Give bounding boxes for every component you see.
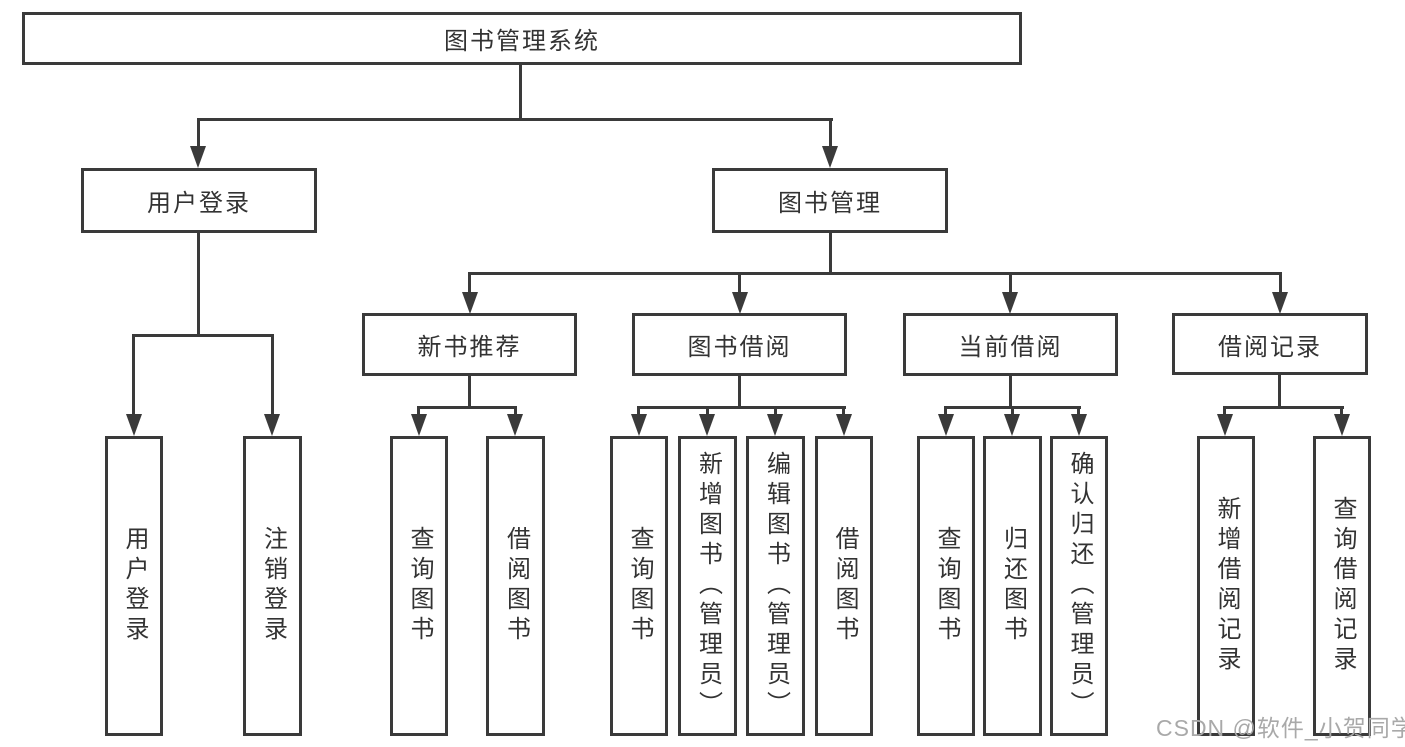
leaf-logout-login: 注销登录 bbox=[243, 436, 302, 736]
connector-vline bbox=[271, 334, 274, 416]
connector-vline bbox=[738, 376, 741, 409]
connector-vline bbox=[132, 334, 135, 416]
connector-hline bbox=[468, 272, 1282, 275]
connector-arrow-down bbox=[1334, 414, 1350, 436]
connector-vline bbox=[738, 272, 741, 294]
connector-arrow-down bbox=[411, 414, 427, 436]
leaf-recommend-borrow-book-label: 借阅图书 bbox=[502, 526, 530, 646]
leaf-recommend-query-book: 查询图书 bbox=[390, 436, 448, 736]
connector-arrow-down bbox=[836, 414, 852, 436]
leaf-borrowing-edit-book-admin: 编辑图书（管理员） bbox=[746, 436, 805, 736]
connector-vline bbox=[829, 233, 832, 275]
leaf-user-login-label: 用户登录 bbox=[121, 526, 148, 646]
connector-vline bbox=[706, 406, 709, 416]
connector-arrow-down bbox=[767, 414, 783, 436]
connector-arrow-down bbox=[1272, 292, 1288, 314]
connector-arrow-down bbox=[1004, 414, 1020, 436]
connector-arrow-down bbox=[507, 414, 523, 436]
leaf-current-confirm-return-admin: 确认归还（管理员） bbox=[1050, 436, 1108, 736]
connector-arrow-down bbox=[822, 146, 838, 168]
node-borrowing-records: 借阅记录 bbox=[1172, 313, 1368, 375]
connector-vline bbox=[1077, 406, 1080, 416]
connector-vline bbox=[1223, 406, 1226, 416]
connector-vline bbox=[468, 272, 471, 294]
node-new-book-recommend-label: 新书推荐 bbox=[417, 334, 522, 361]
connector-arrow-down bbox=[938, 414, 954, 436]
node-new-book-recommend: 新书推荐 bbox=[362, 313, 577, 376]
leaf-borrowing-add-book-admin-label: 新增图书（管理员） bbox=[694, 451, 722, 721]
connector-arrow-down bbox=[462, 292, 478, 314]
connector-vline bbox=[637, 406, 640, 416]
connector-vline bbox=[197, 118, 200, 148]
connector-arrow-down bbox=[1002, 292, 1018, 314]
leaf-recommend-query-book-label: 查询图书 bbox=[406, 526, 433, 646]
leaf-borrowing-borrow-book: 借阅图书 bbox=[815, 436, 873, 736]
connector-vline bbox=[774, 406, 777, 416]
node-borrowing-records-label: 借阅记录 bbox=[1218, 333, 1322, 361]
node-root-label: 图书管理系统 bbox=[444, 28, 600, 55]
leaf-current-return-book: 归还图书 bbox=[983, 436, 1042, 736]
leaf-current-confirm-return-admin-label: 确认归还（管理员） bbox=[1066, 451, 1093, 721]
connector-vline bbox=[1011, 406, 1014, 416]
leaf-user-login: 用户登录 bbox=[105, 436, 163, 736]
connector-vline bbox=[417, 406, 420, 416]
leaf-recommend-borrow-book: 借阅图书 bbox=[486, 436, 545, 736]
watermark: CSDN @软件_小贺同学 bbox=[1156, 715, 1405, 741]
node-book-management-label: 图书管理 bbox=[778, 190, 882, 217]
node-book-borrowing-label: 图书借阅 bbox=[687, 334, 792, 361]
connector-vline bbox=[842, 406, 845, 416]
node-current-borrowing-label: 当前借阅 bbox=[958, 334, 1063, 361]
node-book-management: 图书管理 bbox=[712, 168, 948, 233]
connector-vline bbox=[1009, 376, 1012, 409]
leaf-records-add-record-label: 新增借阅记录 bbox=[1213, 496, 1240, 676]
connector-arrow-down bbox=[1217, 414, 1233, 436]
connector-vline bbox=[944, 406, 947, 416]
leaf-borrowing-query-book: 查询图书 bbox=[610, 436, 668, 736]
connector-hline bbox=[638, 406, 846, 409]
leaf-borrowing-query-book-label: 查询图书 bbox=[626, 526, 653, 646]
connector-arrow-down bbox=[732, 292, 748, 314]
connector-arrow-down bbox=[190, 146, 206, 168]
connector-arrow-down bbox=[264, 414, 280, 436]
node-user-login: 用户登录 bbox=[81, 168, 317, 233]
connector-arrow-down bbox=[699, 414, 715, 436]
connector-hline bbox=[197, 118, 833, 121]
connector-hline bbox=[132, 334, 274, 337]
connector-vline bbox=[1340, 406, 1343, 416]
node-user-login-label: 用户登录 bbox=[147, 190, 251, 217]
leaf-records-add-record: 新增借阅记录 bbox=[1197, 436, 1255, 736]
connector-vline bbox=[1279, 272, 1282, 294]
leaf-borrowing-borrow-book-label: 借阅图书 bbox=[831, 526, 858, 646]
leaf-current-query-book: 查询图书 bbox=[917, 436, 975, 736]
leaf-records-query-record: 查询借阅记录 bbox=[1313, 436, 1371, 736]
leaf-borrowing-edit-book-admin-label: 编辑图书（管理员） bbox=[762, 451, 790, 721]
connector-arrow-down bbox=[126, 414, 142, 436]
leaf-current-return-book-label: 归还图书 bbox=[999, 526, 1027, 646]
connector-vline bbox=[514, 406, 517, 416]
connector-vline bbox=[1278, 375, 1281, 409]
node-root: 图书管理系统 bbox=[22, 12, 1022, 65]
leaf-current-query-book-label: 查询图书 bbox=[933, 526, 960, 646]
leaf-logout-login-label: 注销登录 bbox=[259, 526, 287, 646]
leaf-borrowing-add-book-admin: 新增图书（管理员） bbox=[678, 436, 737, 736]
connector-arrow-down bbox=[1071, 414, 1087, 436]
connector-vline bbox=[829, 118, 832, 148]
connector-vline bbox=[519, 65, 522, 121]
node-current-borrowing: 当前借阅 bbox=[903, 313, 1118, 376]
connector-vline bbox=[468, 376, 471, 409]
connector-hline bbox=[1223, 406, 1344, 409]
connector-hline bbox=[417, 406, 517, 409]
connector-vline bbox=[1009, 272, 1012, 294]
node-book-borrowing: 图书借阅 bbox=[632, 313, 847, 376]
connector-vline bbox=[197, 233, 200, 337]
leaf-records-query-record-label: 查询借阅记录 bbox=[1329, 496, 1356, 676]
connector-arrow-down bbox=[631, 414, 647, 436]
